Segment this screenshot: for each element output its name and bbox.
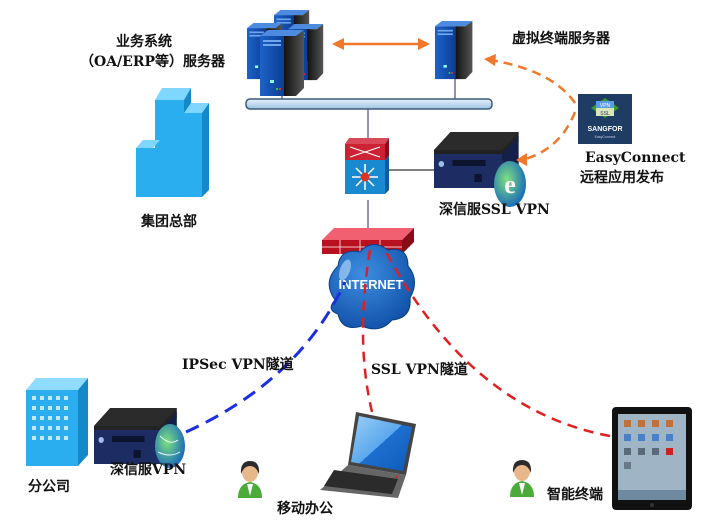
globe-icon xyxy=(155,424,185,468)
remote-app-path-upper xyxy=(489,58,577,104)
svg-text:VPN: VPN xyxy=(600,103,611,109)
core-switch-icon xyxy=(345,138,389,194)
ie-browser-icon: e xyxy=(494,161,526,207)
ipsec-tunnel-line xyxy=(185,281,347,434)
bidirectional-arrow-icon xyxy=(332,38,430,50)
hq-label: 集团总部 xyxy=(141,214,197,230)
virtual-terminal-server-icon xyxy=(435,21,473,80)
business-servers-label: （OA/ERP等）服务器 xyxy=(80,54,226,70)
easyconnect-app-icon: VPN SSL SANGFOR EasyConnect xyxy=(578,94,632,144)
branch-vpn-label: 深信服VPN xyxy=(110,462,187,478)
ssl-vpn-device-label: 深信服SSL VPN xyxy=(439,202,550,218)
internet-cloud-icon xyxy=(328,244,415,330)
branch-building-icon xyxy=(26,378,88,466)
ssl-tunnel-laptop-line xyxy=(361,249,374,413)
smart-terminal-label: 智能终端 xyxy=(547,487,603,503)
virtual-terminal-server-label: 虚拟终端服务器 xyxy=(512,31,610,47)
easyconnect-label: EasyConnect xyxy=(585,150,686,166)
internet-label: INTERNET xyxy=(339,277,404,292)
mobile-office-label: 移动办公 xyxy=(277,501,333,517)
svg-text:SANGFOR: SANGFOR xyxy=(588,126,623,133)
svg-text:SSL: SSL xyxy=(600,111,610,117)
business-server-cluster-icon xyxy=(247,10,324,96)
hq-building-icon xyxy=(136,88,209,197)
branch-label: 分公司 xyxy=(28,479,70,495)
mobile-office-user-icon xyxy=(238,461,262,498)
svg-text:EasyConnect: EasyConnect xyxy=(595,135,616,139)
remote-app-path-lower xyxy=(521,111,577,162)
business-system-label: 业务系统 xyxy=(116,34,172,50)
ssl-tunnel-label: SSL VPN隧道 xyxy=(371,362,468,378)
laptop-icon xyxy=(320,412,416,498)
smart-terminal-user-icon xyxy=(510,460,534,497)
network-bus xyxy=(245,98,493,110)
ipsec-tunnel-label: IPSec VPN隧道 xyxy=(182,357,294,373)
remote-app-publish-label: 远程应用发布 xyxy=(580,170,664,186)
svg-text:e: e xyxy=(504,170,516,199)
ssl-tunnel-tablet-line xyxy=(383,249,611,438)
tablet-icon xyxy=(612,407,692,510)
